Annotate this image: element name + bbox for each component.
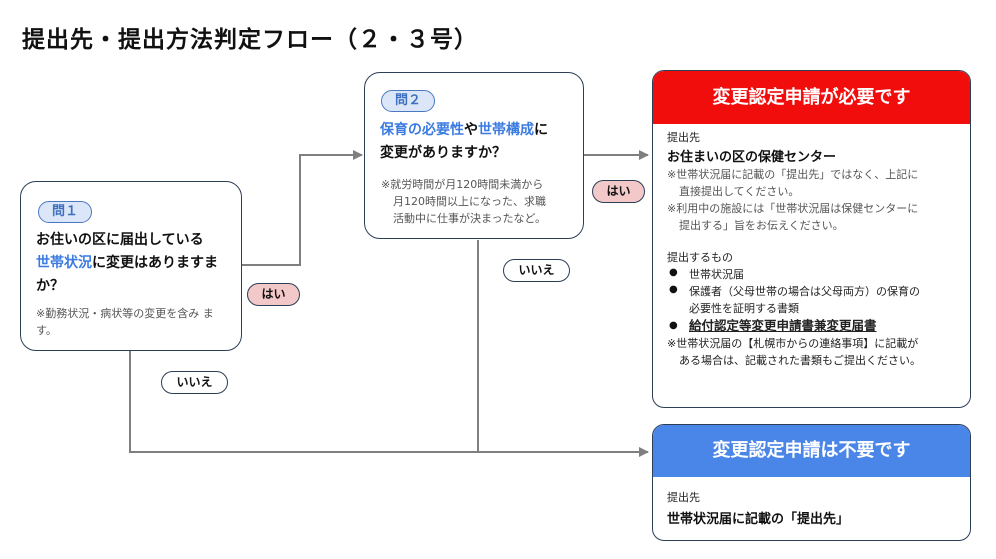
result-required-dest-label: 提出先: [667, 131, 700, 144]
q2-no-label: いいえ: [503, 259, 570, 282]
question-1-box: [20, 181, 242, 351]
item-change-application: 給付認定等変更申請書兼変更届書: [689, 318, 877, 333]
q1-no-connector: [129, 350, 649, 457]
question-2-note: ※就労時間が月120時間未満から 月120時間以上になった、求職 活動中に仕事が…: [381, 178, 547, 225]
q2-yes-label: はい: [592, 180, 645, 203]
item-guardian-docs: 保護者（父母世帯の場合は父母両方）の保育の 必要性を証明する書類: [689, 285, 920, 315]
question-2-text: 保育の必要性や世帯構成に 変更がありますか？: [380, 122, 548, 161]
question-1-text: お住いの区に届出している 世帯状況に変更はありますま か？: [36, 232, 218, 294]
bullet-icon: ●: [669, 320, 678, 331]
result-required-notes: ※世帯状況届に記載の「提出先」ではなく、上記に 直接提出してください。 ※利用中…: [667, 168, 919, 232]
result-required-footer: ※世帯状況届の【札幌市からの連絡事項】に記載が ある場合は、記載された書類もご提…: [667, 337, 921, 367]
bullet-icon: ●: [669, 284, 678, 295]
result-not-required-dest: 世帯状況届に記載の「提出先」: [667, 512, 850, 527]
result-required-dest: お住まいの区の保健センター: [667, 150, 837, 165]
result-not-required-box: 変更認定申請は不要です 提出先 世帯状況届に記載の「提出先」: [652, 424, 971, 541]
result-required-box: 変更認定申請が必要です 提出先 お住まいの区の保健センター ※世帯状況届に記載の…: [652, 70, 971, 408]
result-not-required-header: 変更認定申請は不要です: [653, 425, 970, 477]
result-required-header: 変更認定申請が必要です: [653, 71, 970, 124]
q1-yes-connector: [240, 150, 363, 266]
question-1-badge: 問１: [38, 201, 92, 223]
q1-yes-label: はい: [247, 283, 300, 306]
q1-no-label: いいえ: [161, 371, 228, 394]
item-household-form: 世帯状況届: [689, 268, 744, 281]
bullet-icon: ●: [669, 267, 678, 278]
result-required-items-label: 提出するもの: [667, 251, 733, 264]
question-2-badge: 問２: [381, 90, 435, 112]
result-not-required-dest-label: 提出先: [667, 491, 700, 504]
page-title: 提出先・提出方法判定フロー（２・３号）: [22, 27, 478, 53]
question-1-note: ※勤務状況・病状等の変更を含み ます。: [36, 307, 214, 337]
